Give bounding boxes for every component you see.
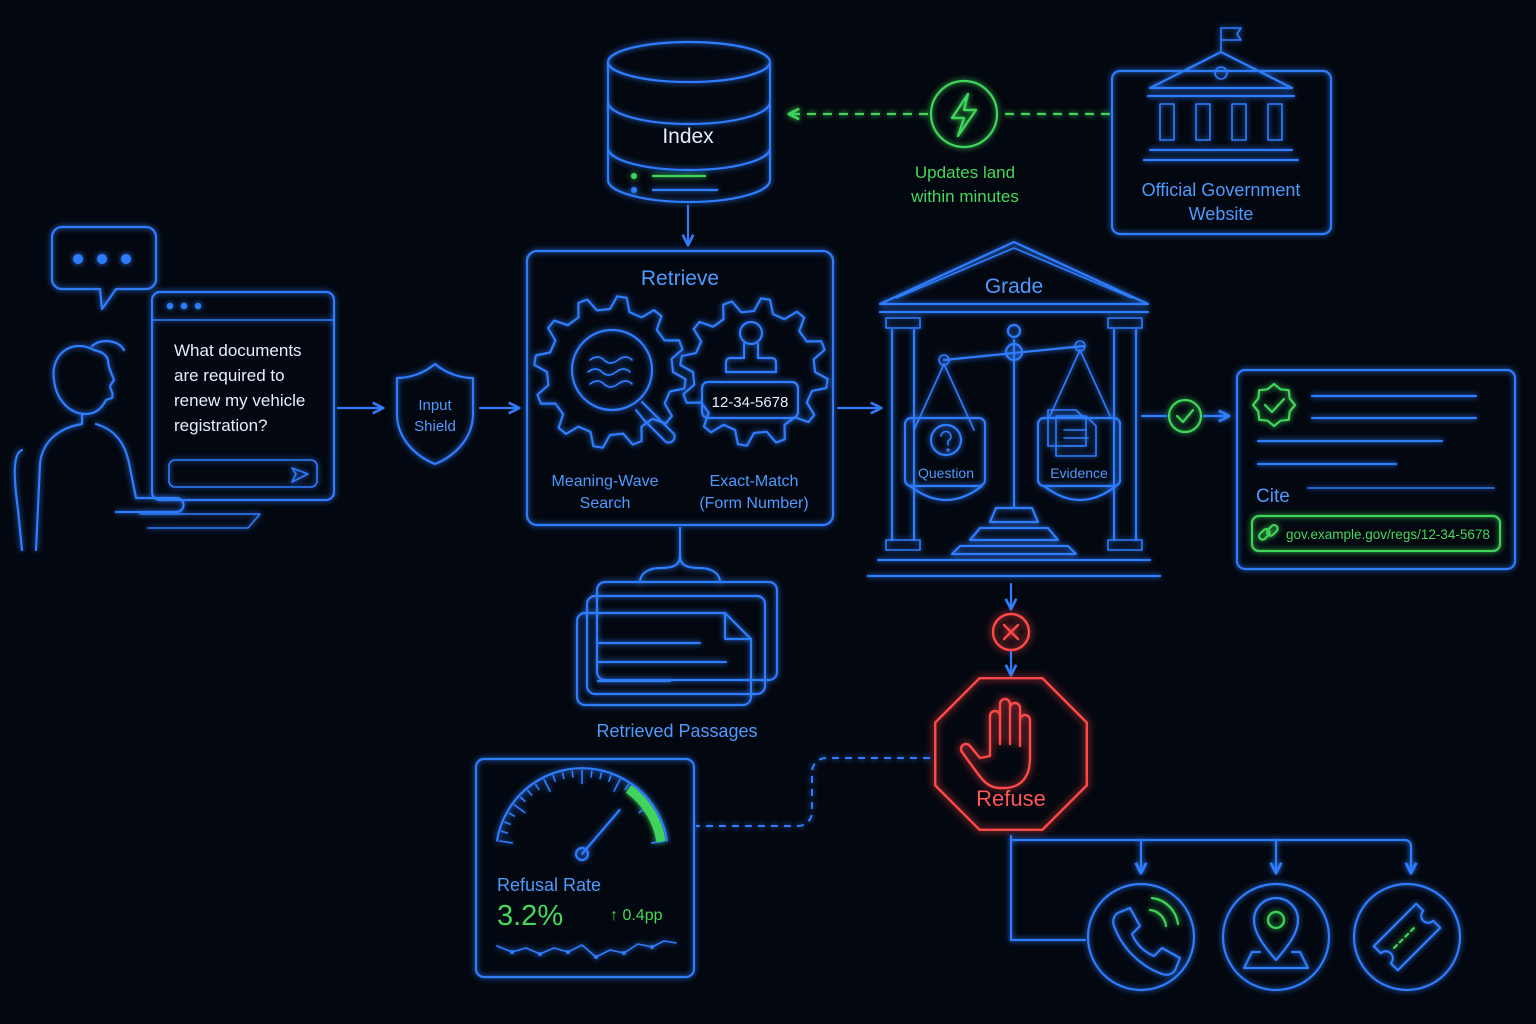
cite-card	[1235, 368, 1517, 571]
gauge-tick	[624, 783, 630, 791]
chat-input-field[interactable]	[168, 459, 318, 488]
gauge-tick	[552, 774, 557, 783]
query-line-2: are required to	[174, 366, 285, 385]
official-website-card	[1110, 27, 1333, 236]
grade-title: Grade	[985, 275, 1043, 298]
ticket-contact-button[interactable]	[1352, 882, 1462, 992]
scales-icon	[903, 323, 1122, 556]
gauge-tick	[599, 772, 603, 780]
user-query-group	[13, 225, 336, 552]
cite-link[interactable]	[1250, 514, 1502, 553]
connector-refuse-to-gauge	[696, 757, 930, 827]
gauge-tick	[513, 803, 526, 814]
update-line-1: Updates land	[915, 163, 1015, 182]
database-icon	[606, 40, 772, 204]
refusal-rate-panel	[474, 757, 696, 979]
query-line-3: renew my vehicle	[174, 391, 305, 410]
gear-icon	[679, 297, 829, 447]
ticket-icon	[1372, 902, 1442, 972]
gauge-tick	[571, 770, 574, 778]
user-icon	[13, 340, 261, 552]
gauge-tick	[543, 778, 551, 792]
update-flow	[790, 79, 1110, 149]
shield-line-1: Input	[418, 397, 452, 414]
grade-panel	[866, 240, 1162, 578]
retrieve-title: Retrieve	[641, 267, 719, 290]
retrieved-passages-stack	[575, 580, 779, 707]
grade-question-label: Question	[918, 465, 974, 481]
gauge-tick	[526, 789, 533, 796]
government-building-icon	[1142, 27, 1300, 162]
approve-flow	[1140, 398, 1228, 434]
refusal-rate-value: 3.2%	[497, 900, 563, 932]
refuse-label: Refuse	[976, 786, 1046, 811]
gear-icon	[533, 295, 687, 449]
gauge-tick	[508, 812, 516, 818]
stop-hand-icon	[959, 697, 1032, 790]
refuse-stop-sign	[934, 677, 1088, 831]
shield-line-2: Shield	[414, 418, 456, 435]
shield-icon	[395, 362, 475, 466]
refusal-rate-delta: ↑ 0.4pp	[610, 907, 663, 924]
meaning-search-line-1: Meaning-Wave	[551, 473, 658, 490]
index-label: Index	[662, 125, 714, 148]
official-line-2: Website	[1189, 204, 1254, 224]
gauge-tick	[561, 772, 565, 780]
gauge-tick	[534, 783, 540, 791]
phone-icon	[1112, 906, 1182, 976]
grade-evidence-label: Evidence	[1050, 465, 1108, 481]
magnifier-icon	[570, 328, 676, 444]
refusal-trend-sparkline	[496, 940, 677, 958]
update-line-2: within minutes	[910, 187, 1019, 206]
refusal-rate-label: Refusal Rate	[497, 875, 601, 895]
lightning-icon	[929, 79, 999, 149]
check-icon	[1167, 398, 1203, 434]
location-contact-button[interactable]	[1221, 882, 1331, 992]
exact-match-line-1: Exact-Match	[710, 473, 799, 490]
phone-contact-button[interactable]	[1086, 882, 1196, 992]
location-pin-icon	[1242, 896, 1310, 970]
gauge-icon	[496, 767, 668, 862]
reject-x-icon	[991, 612, 1031, 652]
stamp-icon	[724, 320, 778, 374]
gauge-tick	[613, 778, 621, 792]
send-icon[interactable]	[291, 467, 309, 483]
gauge-tick	[607, 774, 612, 783]
cite-url[interactable]: gov.example.gov/regs/12-34-5678	[1286, 527, 1490, 542]
link-icon	[1257, 523, 1279, 541]
gauge-tick	[504, 821, 512, 826]
meaning-search-line-2: Search	[580, 495, 631, 512]
connector-retrieve-to-passages	[638, 526, 722, 584]
gauge-tick	[519, 796, 527, 803]
chat-window	[150, 290, 336, 502]
exact-match-line-2: (Form Number)	[699, 495, 808, 512]
gauge-tick	[590, 770, 593, 778]
speech-bubble-icon	[50, 225, 158, 311]
form-number: 12-34-5678	[712, 394, 789, 411]
gauge-tick	[500, 830, 509, 834]
gauge-tick	[498, 840, 513, 844]
official-line-1: Official Government	[1142, 180, 1301, 200]
cite-label: Cite	[1256, 486, 1290, 507]
retrieve-panel	[525, 249, 835, 527]
query-line-4: registration?	[174, 416, 268, 435]
verified-badge-icon	[1251, 382, 1297, 428]
query-line-1: What documents	[174, 341, 302, 360]
escalation-branches	[1009, 834, 1411, 942]
retrieved-passages-label: Retrieved Passages	[596, 721, 757, 741]
